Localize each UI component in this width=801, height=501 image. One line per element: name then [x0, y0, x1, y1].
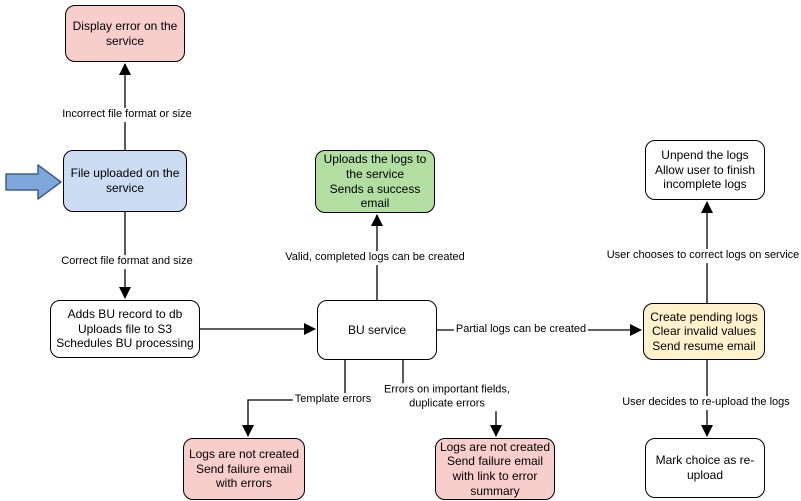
- node-logs-not-created-errors: Logs are not created Send failure email …: [183, 438, 305, 500]
- node-adds-bu-record: Adds BU record to db Uploads file to S3 …: [50, 300, 200, 358]
- edge-label-user-reuploads: User decides to re-upload the logs: [620, 396, 792, 410]
- node-logs-not-created-summary: Logs are not created Send failure email …: [435, 438, 555, 500]
- edge-label-user-corrects: User chooses to correct logs on service: [604, 249, 801, 263]
- edge-label-correct-format: Correct file format and size: [59, 255, 195, 269]
- entry-arrow-icon: [5, 164, 62, 200]
- node-create-pending-logs: Create pending logs Clear invalid values…: [643, 303, 765, 360]
- edge-label-partial-logs: Partial logs can be created: [453, 323, 589, 337]
- node-mark-choice-reupload: Mark choice as re- upload: [645, 438, 765, 498]
- edge-label-valid-logs: Valid, completed logs can be created: [283, 251, 467, 265]
- node-display-error: Display error on the service: [65, 5, 185, 62]
- node-unpend-logs: Unpend the logs Allow user to finish inc…: [645, 140, 765, 200]
- node-bu-service: BU service: [317, 300, 437, 360]
- node-file-uploaded: File uploaded on the service: [63, 150, 187, 212]
- edge-label-template-errors: Template errors: [292, 393, 374, 407]
- node-uploads-logs: Uploads the logs to the service Sends a …: [315, 150, 435, 213]
- edge-label-incorrect-format: Incorrect file format or size: [60, 108, 194, 122]
- edge-label-important-errors: Errors on important fields, duplicate er…: [382, 383, 512, 411]
